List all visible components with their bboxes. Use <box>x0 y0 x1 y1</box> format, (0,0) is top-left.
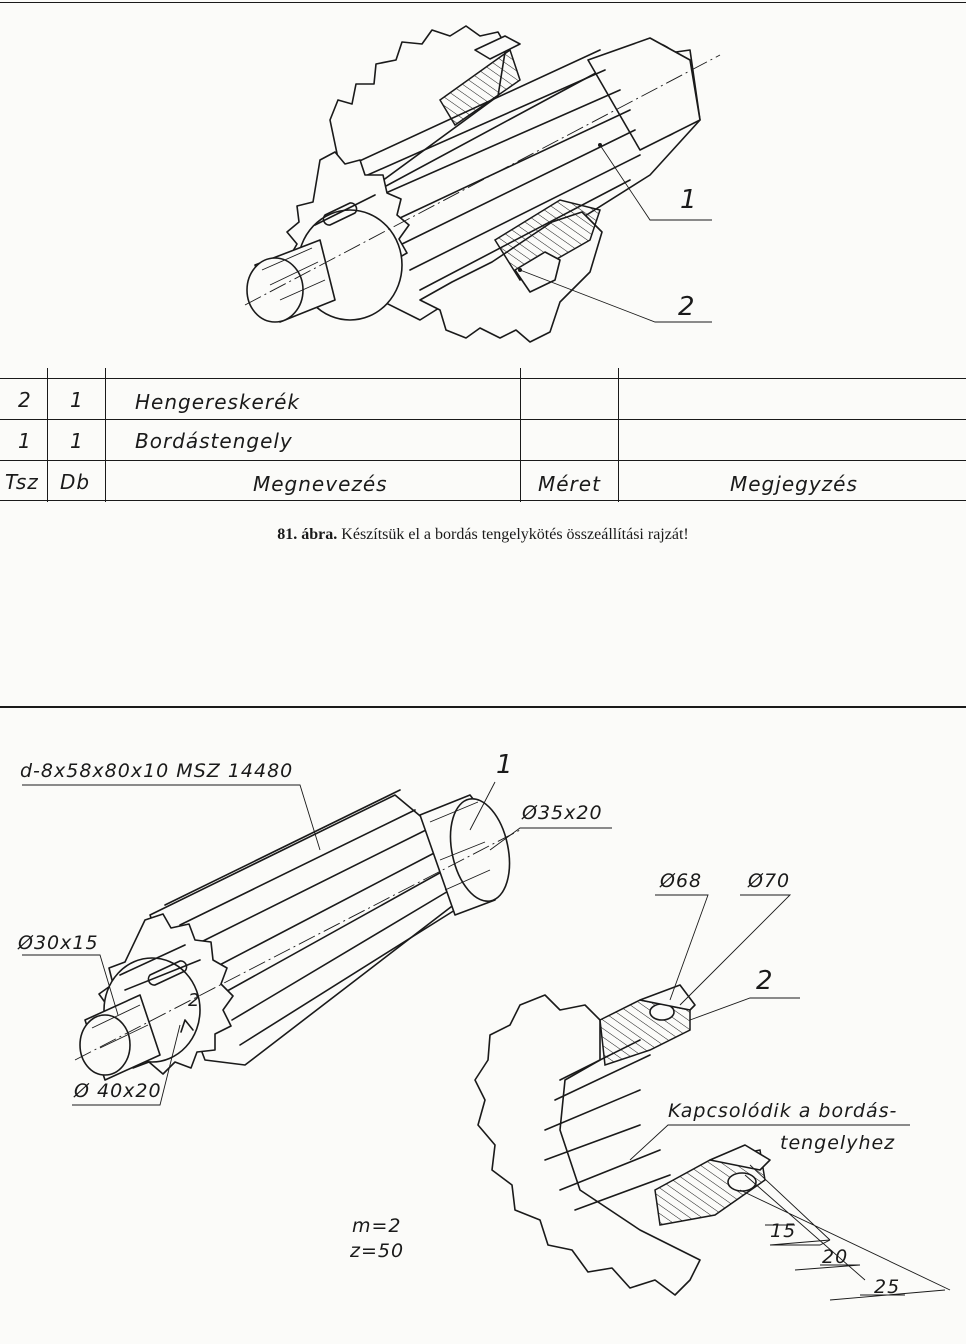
dia-right-label: Ø35x20 <box>522 802 603 824</box>
parts-list-table: 2 1 Hengereskerék 1 1 Bordástengely Tsz … <box>0 368 966 502</box>
figure-caption: 81. ábra. Készítsük el a bordás tengelyk… <box>0 526 966 544</box>
figure-text: Készítsük el a bordás tengelykötés össze… <box>341 526 689 543</box>
gear-section-drawing <box>474 894 951 1301</box>
header-note: Megjegyzés <box>730 472 858 496</box>
figure-number: 81. ábra. <box>277 526 338 543</box>
top-border <box>0 2 966 3</box>
dia-70-label: Ø70 <box>748 870 791 892</box>
row2-tsz: 1 <box>18 429 32 453</box>
spline-shaft-drawing <box>22 781 612 1106</box>
dia-68-label: Ø68 <box>660 870 703 892</box>
middle-border <box>0 706 966 708</box>
note-line2-label: tengelyhez <box>780 1132 896 1154</box>
row2-db: 1 <box>70 429 84 453</box>
key-mark-label: 2 <box>188 990 201 1011</box>
assembly-part1-label: 1 <box>680 185 698 215</box>
row1-tsz: 2 <box>18 388 32 412</box>
module-label: m=2 <box>352 1215 402 1237</box>
row2-name: Bordástengely <box>135 429 293 453</box>
header-tsz: Tsz <box>5 470 39 494</box>
dia-left-label: Ø30x15 <box>18 932 99 954</box>
detail-part2-label: 2 <box>756 966 774 996</box>
detail-part1-label: 1 <box>496 750 514 780</box>
assembly-part2-label: 2 <box>678 292 696 322</box>
header-size: Méret <box>538 472 601 496</box>
dim-25-label: 25 <box>874 1276 901 1298</box>
header-db: Db <box>60 470 91 494</box>
row1-db: 1 <box>70 388 84 412</box>
dim-15-label: 15 <box>770 1220 797 1242</box>
dim-20-label: 20 <box>822 1246 849 1268</box>
row1-name: Hengereskerék <box>135 390 300 414</box>
dia-shoulder-label: Ø 40x20 <box>74 1080 162 1102</box>
assembly-drawing <box>244 25 721 343</box>
spline-spec-label: d-8x58x80x10 MSZ 14480 <box>20 760 294 782</box>
note-line1-label: Kapcsolódik a bordás- <box>668 1100 898 1122</box>
teeth-label: z=50 <box>350 1240 405 1262</box>
header-name: Megnevezés <box>253 472 388 496</box>
